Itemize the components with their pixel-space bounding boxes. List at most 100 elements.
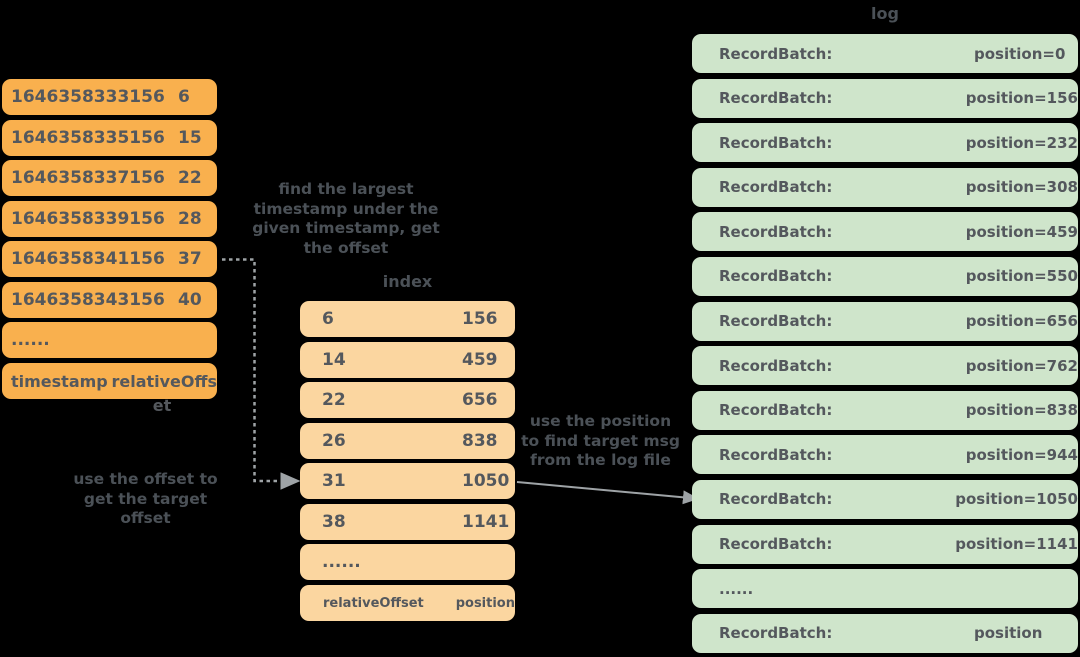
relative-offset-header-label: relativeOffs	[111, 371, 217, 391]
offset-index-footer: relativeOffset position	[300, 585, 515, 621]
relative-offset-value: 22	[322, 390, 346, 410]
annotation-line: find the largest	[278, 180, 414, 198]
record-batch-label: ......	[719, 579, 754, 598]
position-value: position=156	[965, 89, 1078, 108]
record-batch-label: RecordBatch:	[719, 222, 833, 241]
position-value: position=0	[974, 44, 1066, 63]
record-batch-label: RecordBatch:	[719, 267, 833, 286]
record-batch-label: RecordBatch:	[719, 133, 833, 152]
relative-offset-value: 38	[322, 511, 346, 532]
record-batch-label: RecordBatch:	[719, 445, 833, 464]
timestamp-header-label: timestamp	[11, 371, 108, 391]
relative-offset-value: 28	[178, 208, 202, 229]
log-record-row: RecordBatch:position=308	[692, 167, 1078, 207]
relative-offset-value: 15	[178, 127, 202, 148]
annotation-line: use the offset to	[73, 470, 218, 488]
log-record-row: RecordBatch: position=232	[692, 123, 1078, 163]
timestamp-value: 1646358335156	[11, 127, 165, 148]
position-value: 656	[462, 390, 498, 410]
annotation-line: timestamp under the	[253, 199, 439, 218]
position-value: position=838	[965, 401, 1078, 420]
position-value: position	[974, 624, 1043, 643]
position-value: position=550	[965, 267, 1078, 286]
position-value: 1141	[462, 511, 510, 532]
position-footer-label: position	[455, 595, 515, 611]
record-batch-label: RecordBatch:	[719, 89, 833, 108]
dotted-offset-arrow	[222, 258, 301, 490]
log-record-row: RecordBatch: position=550	[692, 256, 1078, 296]
annotation-find-largest-timestamp: find the largest timestamp under the giv…	[250, 180, 442, 258]
log-column-title: log	[871, 4, 899, 23]
timestamp-row: 1646358339156 28	[2, 200, 217, 237]
relative-offset-value: 31	[322, 471, 346, 491]
record-batch-label: RecordBatch:	[719, 178, 833, 197]
log-record-row: RecordBatch: position=156	[692, 78, 1078, 118]
relative-offset-footer-label: relativeOffset	[323, 595, 424, 611]
record-batch-label: RecordBatch:	[719, 312, 833, 331]
annotation-line: given timestamp, get	[252, 219, 440, 237]
log-record-row: RecordBatch: position	[692, 613, 1078, 653]
relative-offset-value: ......	[322, 552, 361, 572]
relative-offset-value: 40	[178, 289, 202, 310]
relative-offset-value: 6	[322, 309, 334, 329]
position-value: 156	[462, 309, 498, 329]
position-value: position=232	[965, 133, 1078, 152]
record-batch-label: RecordBatch:	[719, 535, 833, 554]
timestamp-row: 1646358335156 15	[2, 119, 217, 156]
relative-offset-header-overflow: et	[152, 396, 172, 415]
position-value: position=1050	[955, 490, 1078, 509]
position-value: position=459	[965, 222, 1078, 241]
relative-offset-value: 37	[178, 249, 202, 269]
annotation-line: offset	[120, 509, 171, 527]
relative-offset-value: 26	[322, 430, 346, 451]
position-value: position=656	[965, 312, 1078, 331]
timestamp-row: 1646358341156 37	[2, 241, 217, 277]
annotation-line: get the target	[83, 489, 208, 508]
log-record-row: RecordBatch: position=0	[692, 34, 1078, 73]
index-row: 22 656	[300, 382, 515, 418]
timestamp-value: 1646358339156	[11, 208, 165, 229]
record-batch-label: RecordBatch:	[719, 624, 833, 643]
annotation-line: to find target msg	[521, 431, 680, 450]
position-value: 1050	[462, 471, 510, 491]
log-record-row: RecordBatch: position=459	[692, 212, 1078, 252]
solid-position-arrow	[516, 481, 699, 505]
timestamp-value: 1646358343156	[11, 289, 165, 310]
timestamp-row: ......	[2, 322, 217, 358]
log-record-row: RecordBatch: position=656	[692, 301, 1078, 341]
position-value: 459	[462, 349, 498, 370]
relative-offset-value: 6	[178, 87, 190, 107]
log-record-row: RecordBatch: position=762	[692, 346, 1078, 386]
timestamp-row: 1646358333156 6	[2, 79, 217, 115]
relative-offset-value: 14	[322, 349, 346, 370]
position-value: position=944	[965, 445, 1078, 464]
index-row: 31 1050	[300, 463, 515, 499]
timestamp-value: ......	[11, 330, 50, 350]
relative-offset-value: 22	[178, 168, 202, 188]
record-batch-label: RecordBatch:	[719, 356, 833, 375]
timestamp-value: 1646358333156	[11, 87, 165, 107]
timestamp-row: 1646358343156 40	[2, 281, 217, 318]
log-record-row: RecordBatch:position=1050	[692, 479, 1078, 519]
index-column-title: index	[382, 272, 433, 291]
log-record-row: RecordBatch: position=1141	[692, 524, 1078, 564]
index-row: 6 156	[300, 301, 515, 337]
log-record-row: RecordBatch:position=838	[692, 390, 1078, 430]
position-value: position=762	[965, 356, 1078, 375]
annotation-use-position: use the position to find target msg from…	[518, 412, 683, 471]
timestamp-index-header: timestamp relativeOffs	[2, 363, 217, 399]
annotation-line: use the position	[529, 412, 672, 430]
timestamp-index-column: 1646358333156 6 1646358335156 15 16463583371…	[2, 79, 217, 358]
position-value: position=1141	[955, 535, 1078, 554]
annotation-line: the offset	[303, 238, 389, 257]
log-record-row: ......	[692, 569, 1078, 609]
index-row: ......	[300, 544, 515, 580]
timestamp-value: 1646358341156	[11, 249, 165, 269]
annotation-line: from the log file	[530, 451, 671, 469]
log-record-row: RecordBatch: position=944	[692, 435, 1078, 475]
record-batch-label: RecordBatch:	[719, 44, 833, 63]
